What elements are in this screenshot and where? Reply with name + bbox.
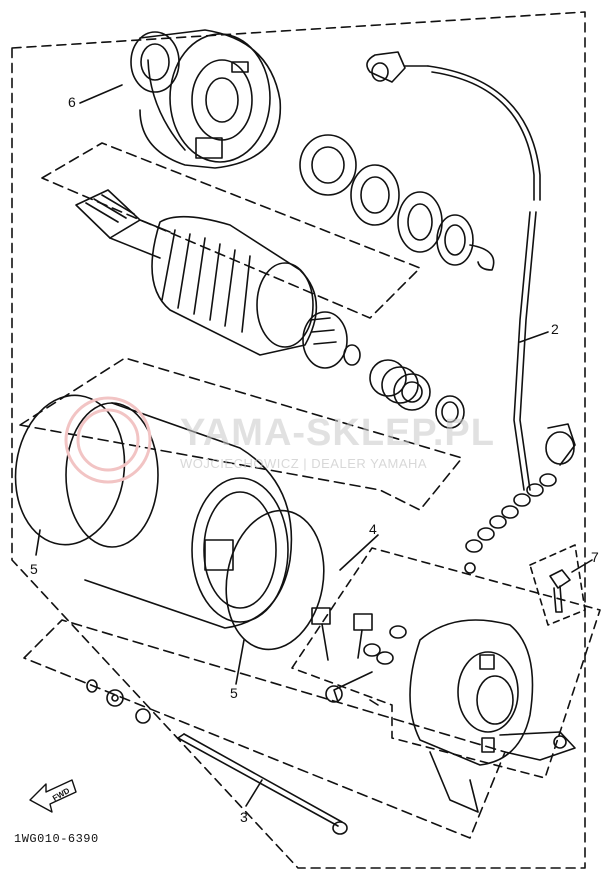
part-label-6: 6	[68, 94, 76, 110]
o-ring-right	[225, 509, 325, 651]
bottom-washers	[86, 679, 151, 724]
armature-part	[75, 189, 361, 369]
rear-cover-part	[409, 619, 576, 813]
bottom-dashed-box	[23, 619, 506, 839]
bolt-dashed-box	[529, 544, 586, 626]
leader-5b	[235, 639, 245, 685]
part-label-5-left: 5	[30, 561, 38, 577]
lead-wire-part	[366, 51, 576, 491]
part-label-7: 7	[591, 549, 599, 565]
brush-holder-part	[311, 607, 407, 706]
part-label-3: 3	[240, 809, 248, 825]
armature-dashed-box	[41, 142, 421, 319]
leader-7	[571, 559, 593, 573]
commutator-springs	[369, 359, 465, 429]
drawing-code: 1WG010-6390	[14, 832, 99, 846]
outer-dashed-frame	[11, 11, 586, 869]
leader-3	[245, 779, 263, 807]
bearing-set	[299, 134, 495, 271]
leader-6	[79, 84, 123, 104]
front-cover-part	[130, 29, 282, 169]
leader-4	[339, 534, 379, 571]
part-label-5-right: 5	[230, 685, 238, 701]
yoke-part	[65, 402, 293, 629]
terminal-washers	[464, 473, 557, 574]
part-label-4: 4	[369, 521, 377, 537]
o-ring-left	[14, 394, 126, 546]
watermark-logo	[64, 396, 152, 484]
brush-dashed-box	[291, 547, 601, 779]
leader-5a	[35, 529, 41, 556]
fwd-arrow	[29, 779, 77, 813]
yoke-dashed-box	[19, 357, 463, 511]
part-label-2: 2	[551, 321, 559, 337]
through-bolt-part	[177, 733, 348, 835]
bolt-7-part	[549, 569, 571, 613]
